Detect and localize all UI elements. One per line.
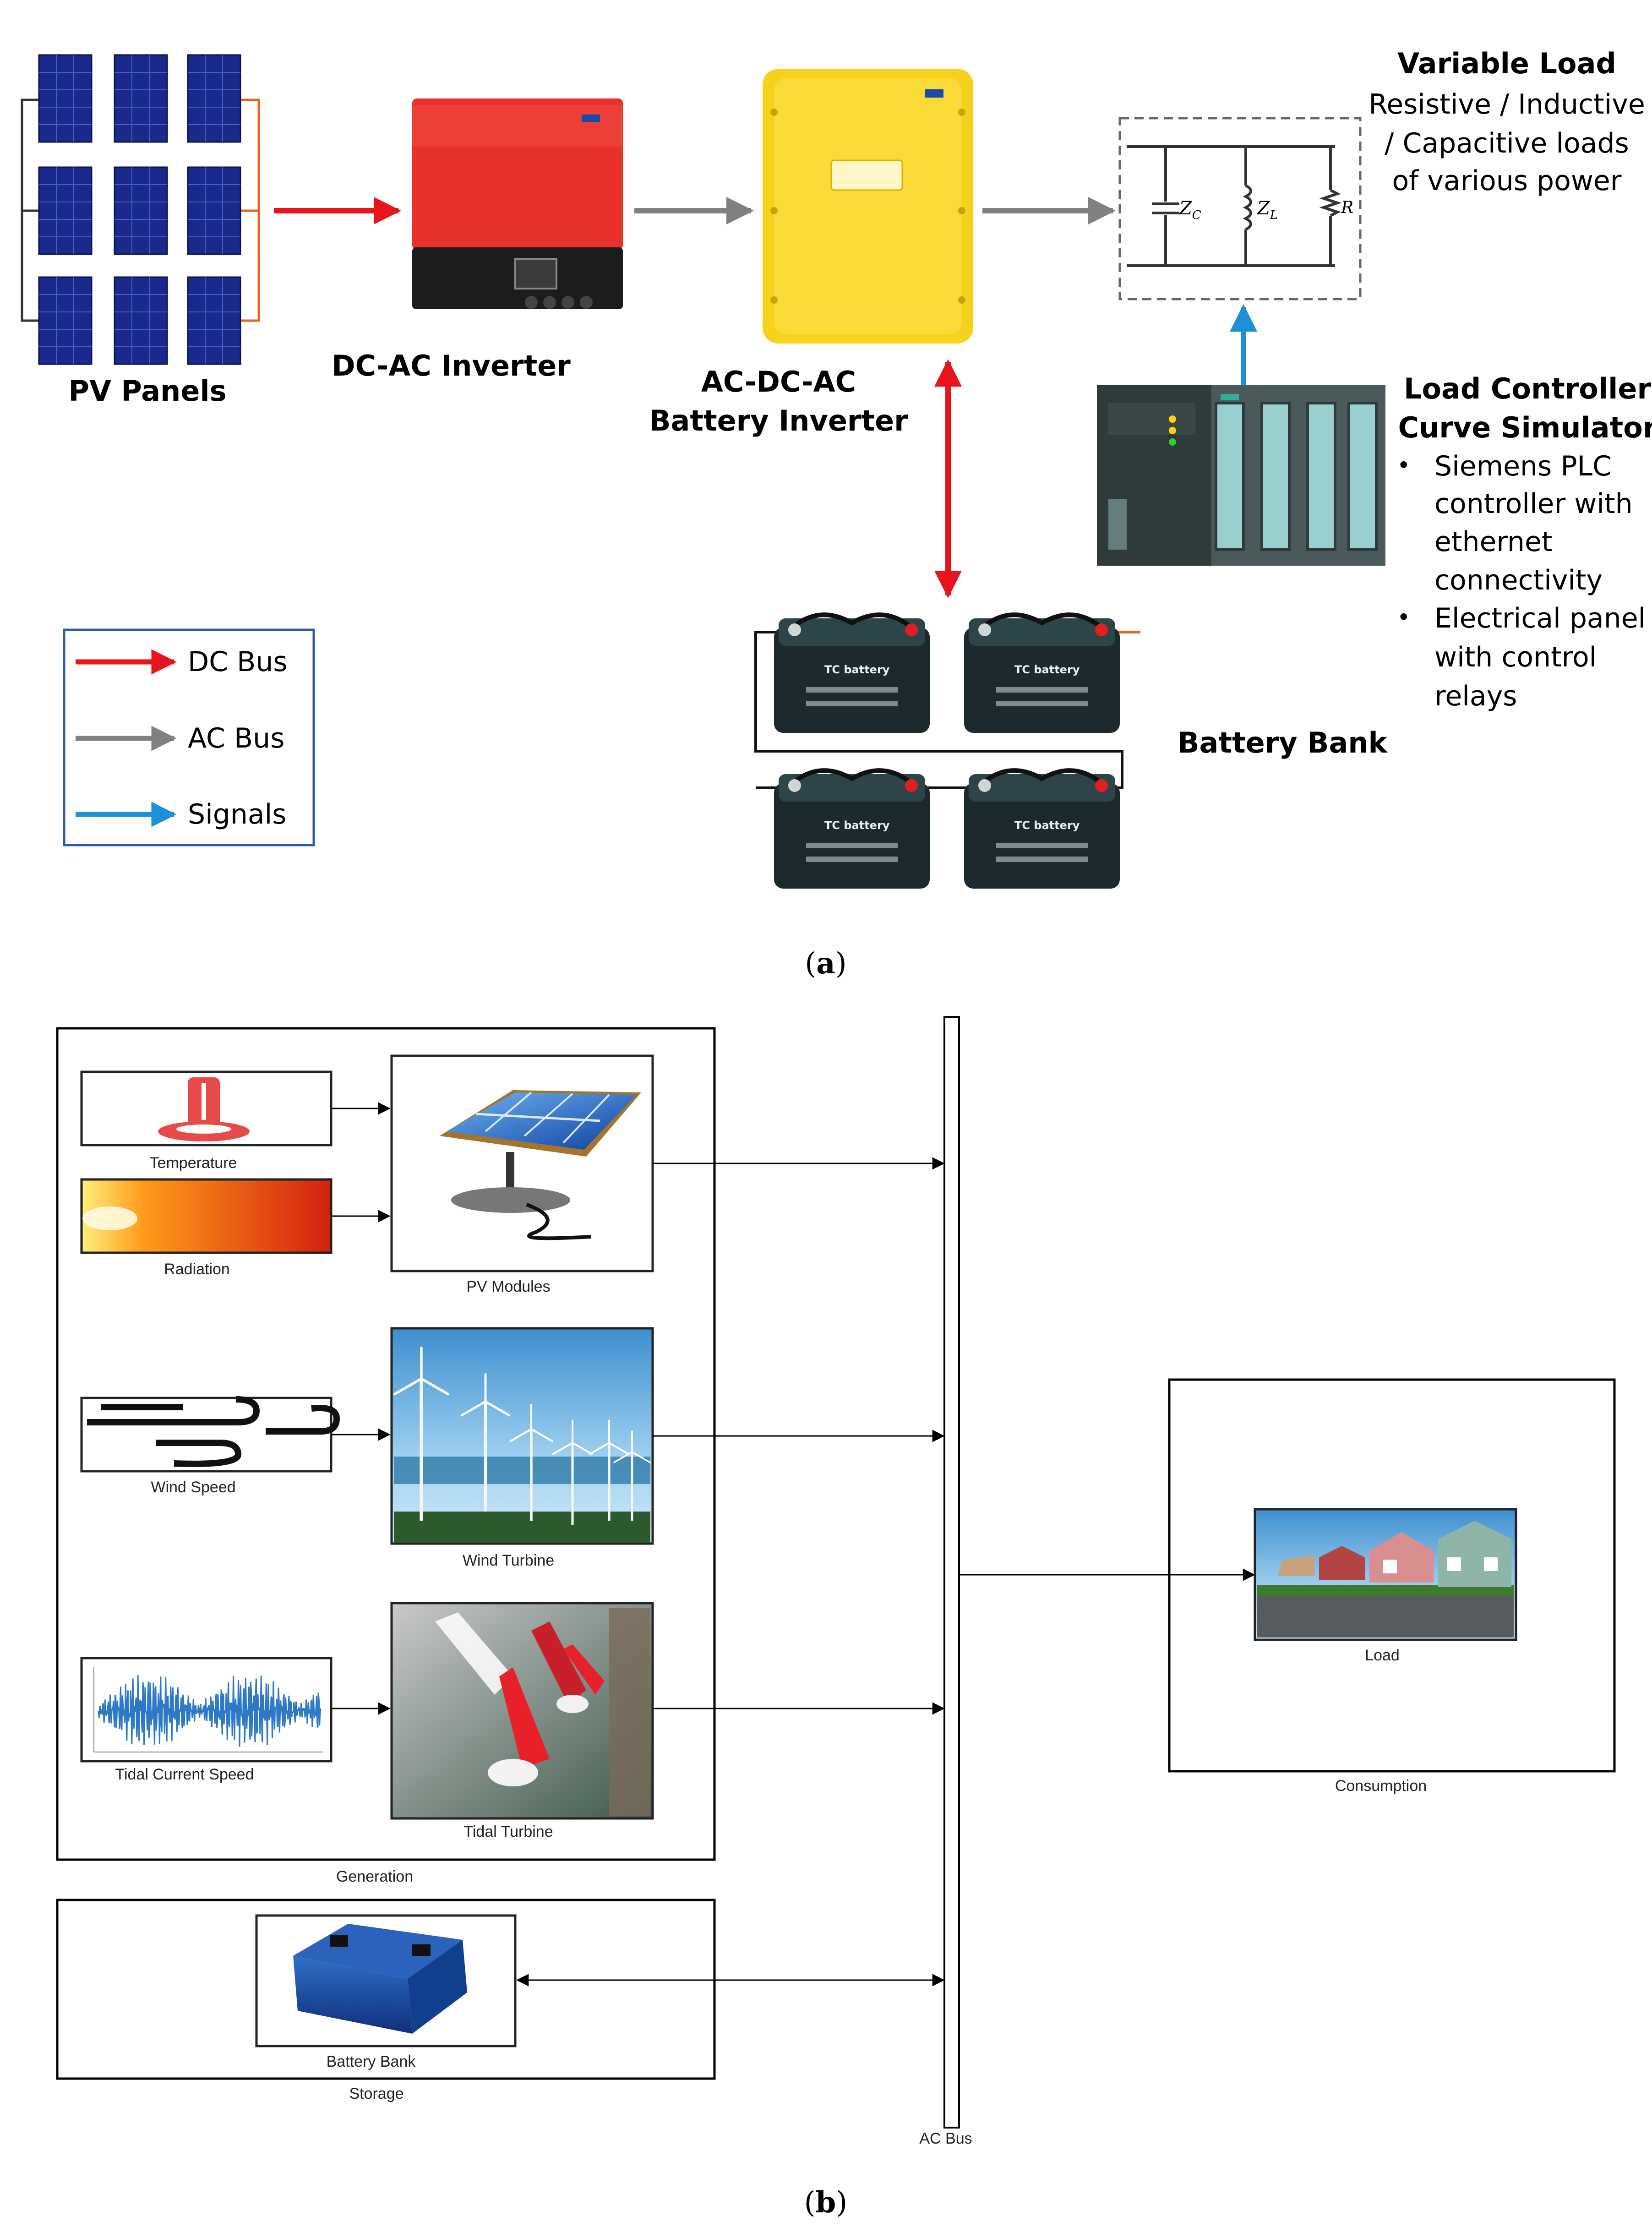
variable-load-line2: / Capacitive loads	[1385, 127, 1629, 159]
temperature-block	[80, 1070, 333, 1146]
battery-brand-text: TC battery	[824, 819, 890, 832]
panel-b: Generation Temperature Radiation	[56, 1016, 1616, 2220]
variable-load-circuit: ZC ZL R	[1118, 117, 1362, 300]
wind-turbine	[613, 1430, 651, 1521]
pv-panels-array	[21, 54, 260, 365]
wind-turbine	[552, 1419, 593, 1525]
pv-panel	[114, 166, 168, 255]
dc-ac-inverter-label: DC-AC Inverter	[332, 349, 571, 382]
caption-a: (a)	[805, 946, 846, 981]
r-symbol: R	[1341, 198, 1353, 217]
bullet1-line1: Siemens PLC	[1434, 450, 1612, 482]
pv-panel	[187, 54, 241, 143]
legend-signals-label: Signals	[188, 798, 287, 830]
wind-turbine	[460, 1373, 511, 1512]
caption-b: (b)	[804, 2185, 848, 2220]
plc-controller-image	[1097, 385, 1385, 566]
tidal-current-speed-label: Tidal Current Speed	[115, 1766, 254, 1783]
pv-panel	[187, 276, 241, 365]
battery-unit: TC battery	[774, 768, 930, 889]
battery-unit: TC battery	[964, 768, 1120, 889]
bullet2-line1: Electrical panel	[1434, 602, 1646, 634]
radiation-label: Radiation	[164, 1261, 230, 1278]
wind-speed-label: Wind Speed	[151, 1479, 235, 1496]
battery-brand-text: TC battery	[824, 663, 890, 676]
consumption-subsystem	[1168, 1378, 1616, 1773]
dc-ac-inverter-image	[412, 98, 623, 309]
bullet1-line2: controller with	[1434, 488, 1633, 520]
zc-symbol: ZC	[1178, 198, 1201, 222]
panel-a: PV Panels DC-AC Inverter A	[21, 47, 1652, 981]
radiation-block	[80, 1178, 333, 1254]
battery-bank-image: TC battery TC battery TC battery TC battery	[754, 612, 1140, 889]
pv-panel	[38, 54, 93, 143]
pv-panel	[114, 276, 168, 365]
bullet-dot-1: •	[1397, 452, 1411, 479]
pv-panel	[114, 54, 168, 143]
wind-turbine	[589, 1419, 630, 1521]
storage-subsystem	[56, 1899, 716, 2080]
consumption-label: Consumption	[1335, 1777, 1427, 1795]
battery-unit: TC battery	[774, 612, 930, 733]
temperature-label: Temperature	[150, 1154, 237, 1172]
generation-subsystem	[56, 1027, 716, 1861]
bullet2-line2: with control	[1434, 641, 1597, 673]
variable-load-line3: of various power	[1392, 165, 1621, 197]
battery-brand-text: TC battery	[1014, 819, 1080, 832]
ac-bus-label: AC Bus	[919, 2130, 972, 2147]
pv-panel	[38, 166, 93, 255]
battery-inverter-label-line1: AC-DC-AC	[701, 365, 856, 398]
load-block	[1254, 1508, 1517, 1641]
variable-load-line1: Resistive / Inductive	[1368, 88, 1645, 120]
bullet1-line3: ethernet	[1434, 526, 1552, 558]
wind-turbine-label: Wind Turbine	[463, 1552, 554, 1569]
battery-unit: TC battery	[964, 612, 1120, 733]
tidal-current-speed-block	[80, 1657, 333, 1763]
battery-inverter-label-line2: Battery Inverter	[649, 404, 908, 437]
zl-symbol: ZL	[1256, 198, 1278, 222]
battery-bank-block-label: Battery Bank	[327, 2053, 416, 2070]
load-controller-title2: Curve Simulator	[1398, 411, 1652, 444]
tidal-turbine-label: Tidal Turbine	[463, 1823, 553, 1840]
legend-ac-label: AC Bus	[188, 722, 284, 754]
pv-modules-label: PV Modules	[466, 1278, 550, 1295]
legend: DC Bus AC Bus Signals	[63, 628, 315, 846]
load-label: Load	[1365, 1647, 1400, 1664]
bullet1-line4: connectivity	[1434, 564, 1603, 596]
ac-dc-ac-battery-inverter-image	[763, 69, 973, 344]
pv-modules-block	[390, 1054, 654, 1272]
battery-brand-text: TC battery	[1014, 663, 1080, 676]
storage-label: Storage	[349, 2085, 403, 2102]
pv-panel	[38, 276, 93, 365]
wind-turbine	[509, 1404, 553, 1521]
ac-bus-bar	[943, 1016, 960, 2129]
generation-label: Generation	[336, 1868, 413, 1885]
battery-bank-label: Battery Bank	[1178, 726, 1388, 759]
wind-turbine-block	[390, 1327, 654, 1545]
pv-panels-label: PV Panels	[69, 374, 227, 408]
wind-turbine	[393, 1346, 450, 1521]
bullet-dot-2: •	[1397, 604, 1411, 631]
load-controller-title1: Load Controller	[1404, 372, 1652, 405]
battery-bank-block	[255, 1914, 517, 2047]
pv-panel	[187, 166, 241, 255]
legend-dc-label: DC Bus	[188, 646, 288, 678]
bullet2-line3: relays	[1434, 680, 1517, 712]
wind-speed-block	[80, 1396, 340, 1473]
tidal-turbine-block	[390, 1602, 654, 1820]
variable-load-title: Variable Load	[1397, 47, 1616, 80]
